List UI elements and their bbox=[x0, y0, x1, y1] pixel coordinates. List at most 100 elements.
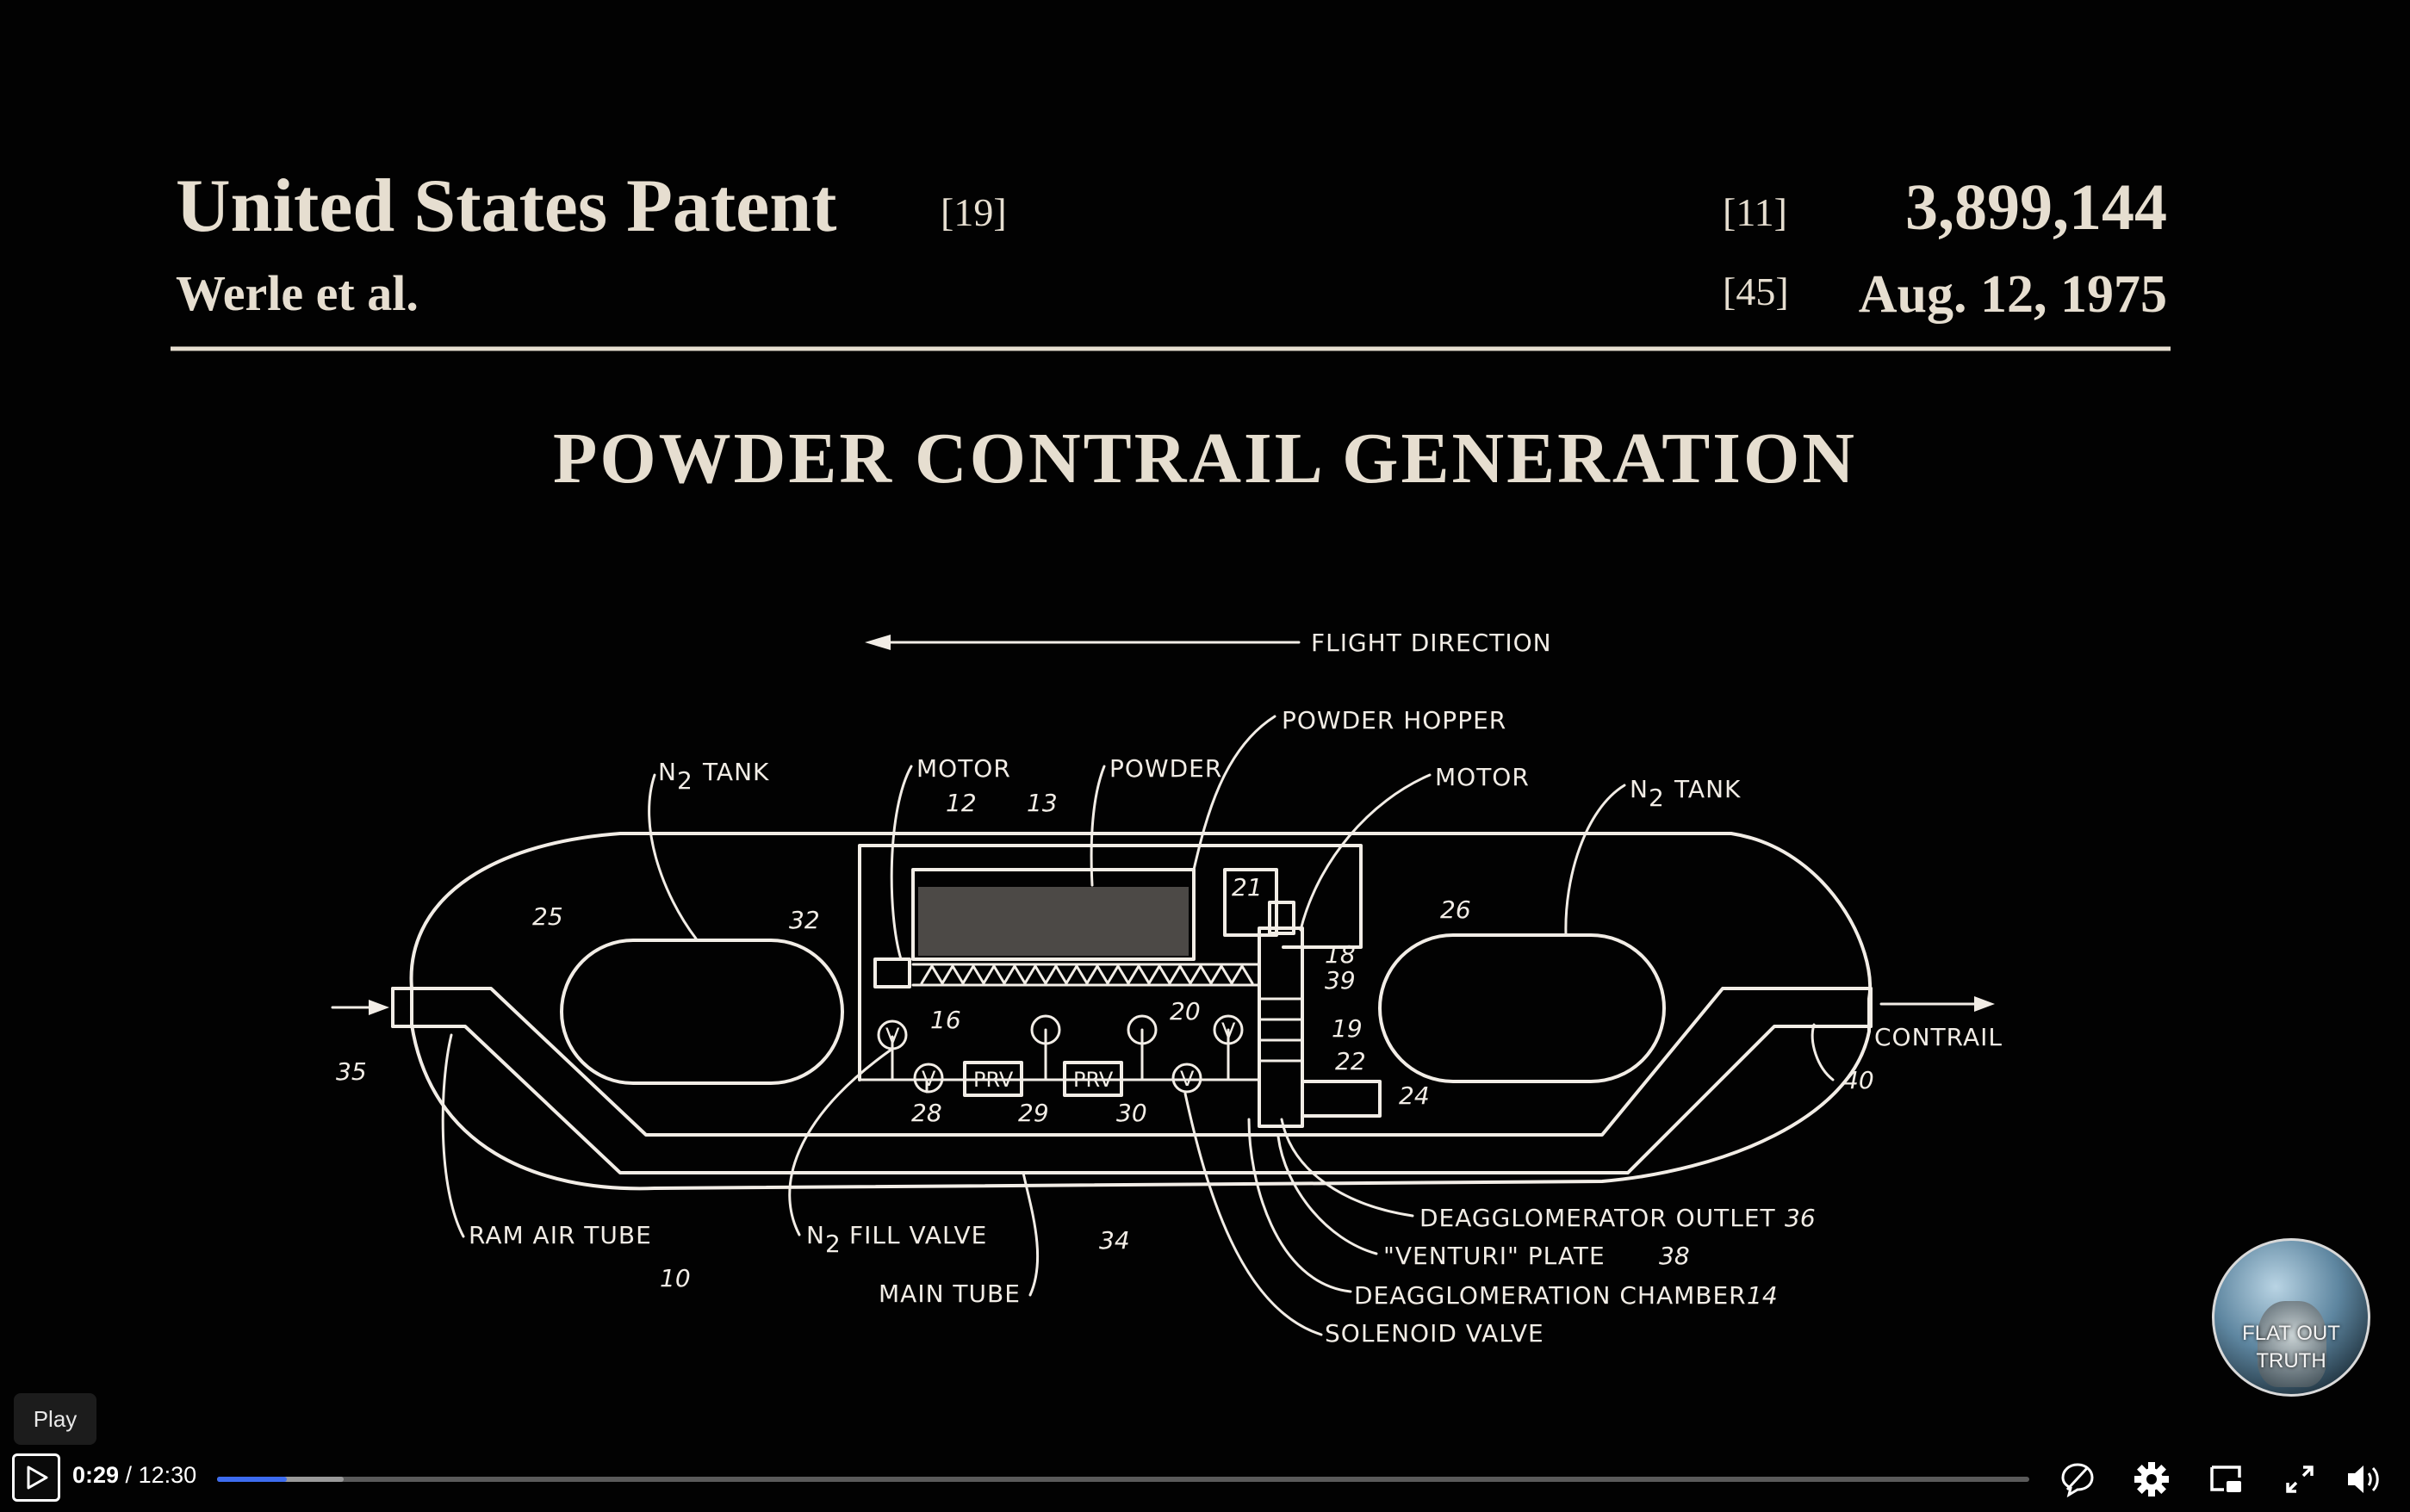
powder-fill bbox=[918, 887, 1189, 956]
captions-off-icon bbox=[2061, 1463, 2094, 1498]
ref-12: 12 bbox=[946, 789, 977, 817]
label-n2-tank-right-sub: 2 bbox=[1649, 784, 1665, 812]
badge-line-2: TRUTH bbox=[2256, 1349, 2326, 1373]
label-flight-direction: FLIGHT DIRECTION bbox=[1311, 629, 1552, 657]
ref-32: 32 bbox=[789, 906, 820, 934]
valve-circles bbox=[877, 1014, 1244, 1094]
player-controls: 0:29 / 12:30 bbox=[0, 1447, 2410, 1512]
settings-gear-icon bbox=[2134, 1462, 2169, 1497]
label-n2-fill-n: N bbox=[806, 1221, 825, 1249]
fullscreen-button[interactable] bbox=[2277, 1457, 2322, 1502]
ref-10: 10 bbox=[660, 1264, 691, 1292]
label-powder-hopper: POWDER HOPPER bbox=[1282, 706, 1506, 734]
main-tube bbox=[391, 1025, 1873, 1174]
patent-number: 3,899,144 bbox=[1905, 171, 2167, 244]
progress-played bbox=[217, 1477, 288, 1482]
ref-21: 21 bbox=[1232, 873, 1263, 902]
patent-country-title: United States Patent bbox=[176, 164, 836, 248]
flight-direction-arrowhead bbox=[865, 635, 891, 650]
badge-line-1: FLAT OUT bbox=[2242, 1322, 2340, 1345]
patent-code-11: [11] bbox=[1723, 190, 1787, 234]
ref-40: 40 bbox=[1843, 1066, 1874, 1094]
label-powder: POWDER bbox=[1109, 754, 1222, 783]
ref-16: 16 bbox=[930, 1006, 961, 1034]
ref-22: 22 bbox=[1335, 1047, 1366, 1075]
patent-code-19: [19] bbox=[941, 190, 1007, 234]
n2-tank-right bbox=[1378, 933, 1666, 1083]
label-deagglomerator-outlet: DEAGGLOMERATOR OUTLET bbox=[1419, 1204, 1776, 1232]
ref-25: 25 bbox=[532, 902, 563, 931]
patent-inventors: Werle et al. bbox=[176, 265, 419, 321]
valve-v-4: V bbox=[1180, 1067, 1195, 1091]
label-motor-right: MOTOR bbox=[1435, 763, 1530, 791]
prv-box-2 bbox=[1063, 1061, 1123, 1097]
label-venturi-plate: "VENTURI" PLATE bbox=[1383, 1242, 1606, 1270]
label-main-tube: MAIN TUBE bbox=[879, 1280, 1021, 1308]
picture-in-picture-icon bbox=[2210, 1466, 2241, 1492]
prv-box-1 bbox=[963, 1061, 1023, 1097]
pip-button[interactable] bbox=[2203, 1457, 2248, 1502]
label-n2-tank-right-word: TANK bbox=[1674, 775, 1741, 803]
progress-bar[interactable] bbox=[217, 1477, 2029, 1482]
label-deagglomeration-chamber: DEAGGLOMERATION CHAMBER bbox=[1354, 1281, 1747, 1310]
leader-lines bbox=[441, 715, 1835, 1336]
ref-24: 24 bbox=[1399, 1081, 1430, 1110]
valve-v-2: V bbox=[1221, 1019, 1236, 1043]
settings-button[interactable] bbox=[2129, 1457, 2174, 1502]
ref-26: 26 bbox=[1440, 895, 1471, 924]
ref-29: 29 bbox=[1018, 1099, 1049, 1127]
label-fill-valve: FILL VALVE bbox=[849, 1221, 987, 1249]
label-motor-left: MOTOR bbox=[916, 754, 1011, 783]
ref-13: 13 bbox=[1027, 789, 1058, 817]
time-display: 0:29 / 12:30 bbox=[72, 1462, 196, 1489]
channel-badge-portrait bbox=[2258, 1301, 2326, 1387]
pod-outline bbox=[409, 832, 1873, 1191]
channel-badge-text: FLAT OUT TRUTH bbox=[2214, 1320, 2368, 1375]
play-button[interactable] bbox=[12, 1453, 60, 1502]
ref-28: 28 bbox=[911, 1099, 942, 1127]
play-tooltip: Play bbox=[14, 1393, 96, 1445]
ref-34: 34 bbox=[1099, 1226, 1130, 1255]
valve-v-1: V bbox=[885, 1024, 900, 1048]
outlet-arrowhead bbox=[1974, 996, 1995, 1012]
central-housing bbox=[858, 844, 1363, 1081]
ref-30: 30 bbox=[1116, 1099, 1147, 1127]
inlet-arrowhead bbox=[369, 1000, 389, 1015]
ref-20: 20 bbox=[1170, 997, 1201, 1026]
solenoid-box bbox=[1301, 1080, 1382, 1118]
ref-39: 39 bbox=[1325, 966, 1356, 995]
chamber-plates bbox=[1258, 997, 1304, 1063]
chamber-motor bbox=[1268, 901, 1295, 935]
patent-date: Aug. 12, 1975 bbox=[1859, 265, 2167, 324]
patent-code-45: [45] bbox=[1723, 270, 1789, 313]
label-n2-tank-right-n: N bbox=[1630, 775, 1649, 803]
channel-badge[interactable]: FLAT OUT TRUTH bbox=[2212, 1238, 2370, 1397]
ref-36: 36 bbox=[1785, 1204, 1816, 1232]
ref-18: 18 bbox=[1325, 940, 1356, 969]
patent-title: POWDER CONTRAIL GENERATION bbox=[553, 418, 1857, 499]
label-ram-air-tube: RAM AIR TUBE bbox=[469, 1221, 652, 1249]
auger-screw bbox=[911, 963, 1259, 987]
label-n2-tank-left-n: N bbox=[658, 758, 677, 786]
ram-air-tube bbox=[391, 987, 1873, 1137]
current-time: 0:29 bbox=[72, 1462, 120, 1488]
ref-35: 35 bbox=[336, 1057, 367, 1086]
duration: 12:30 bbox=[138, 1462, 197, 1488]
ref-14: 14 bbox=[1747, 1281, 1778, 1310]
ref-19: 19 bbox=[1332, 1014, 1363, 1043]
ref-38: 38 bbox=[1659, 1242, 1690, 1270]
valve-manifold-lines bbox=[858, 1028, 1259, 1094]
volume-button[interactable] bbox=[2343, 1457, 2388, 1502]
valve-v-3: V bbox=[922, 1067, 936, 1091]
play-icon bbox=[27, 1466, 48, 1490]
volume-icon bbox=[2348, 1466, 2379, 1493]
captions-button[interactable] bbox=[2055, 1457, 2100, 1502]
motor-12-box bbox=[873, 957, 911, 988]
prv-label-1: PRV bbox=[973, 1068, 1014, 1092]
label-n2-tank-left-word: TANK bbox=[702, 758, 769, 786]
time-separator: / bbox=[119, 1462, 139, 1488]
label-n2-fill-sub: 2 bbox=[825, 1230, 842, 1258]
label-contrail: CONTRAIL bbox=[1874, 1023, 2003, 1051]
